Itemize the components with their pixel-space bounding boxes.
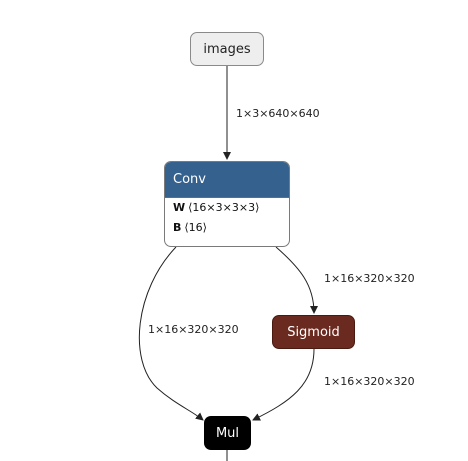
node-mul[interactable]: Mul	[204, 416, 251, 450]
conv-attr-bias-value: ⟨16⟩	[184, 221, 207, 234]
node-mul-label: Mul	[215, 425, 240, 441]
edge-conv-to-mul	[138, 246, 204, 421]
node-conv[interactable]: Conv W⟨16×3×3×3⟩ B⟨16⟩	[164, 161, 290, 247]
node-sigmoid[interactable]: Sigmoid	[272, 315, 355, 349]
conv-attr-weight: W⟨16×3×3×3⟩	[165, 198, 289, 218]
conv-attr-weight-name: W	[173, 201, 186, 214]
edge-conv-to-sigmoid	[275, 246, 318, 314]
conv-attr-weight-value: ⟨16×3×3×3⟩	[188, 201, 260, 214]
edge-label-conv-sigmoid: 1×16×320×320	[324, 272, 415, 285]
conv-attr-bias-name: B	[173, 221, 182, 234]
edge-label-conv-mul: 1×16×320×320	[148, 323, 239, 336]
node-sigmoid-label: Sigmoid	[287, 324, 340, 340]
node-images-label: images	[203, 41, 251, 57]
node-conv-title: Conv	[165, 162, 289, 198]
edge-label-sigmoid-mul: 1×16×320×320	[324, 375, 415, 388]
edge-label-images-conv: 1×3×640×640	[236, 107, 320, 120]
conv-attr-bias: B⟨16⟩	[165, 218, 289, 238]
node-images[interactable]: images	[190, 32, 264, 66]
edge-sigmoid-to-mul	[252, 348, 315, 421]
